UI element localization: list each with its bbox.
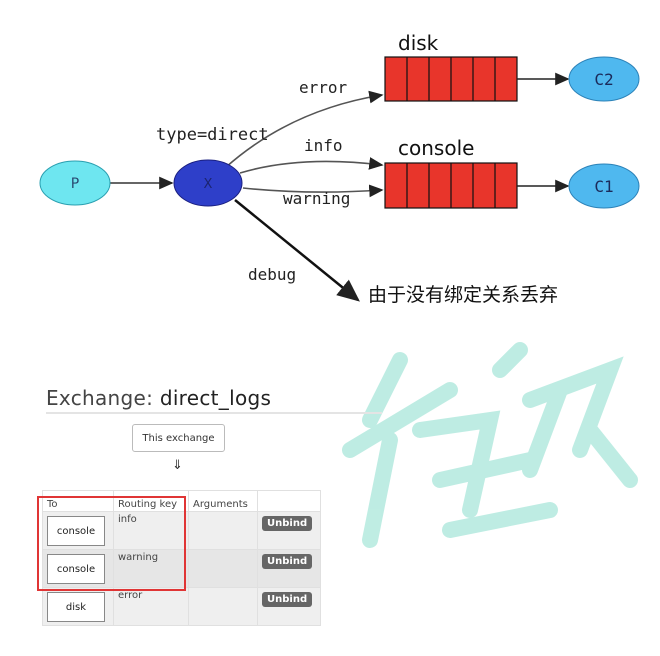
column-header-routing-key: Routing key <box>113 490 189 512</box>
column-header-arguments: Arguments <box>188 490 258 512</box>
queue-link[interactable]: console <box>47 516 105 546</box>
exchange-node <box>173 159 243 207</box>
debug-route <box>234 199 360 302</box>
consumer-c1-label: C1 <box>594 177 613 196</box>
producer-label: P <box>71 176 79 192</box>
queue-label-disk: disk <box>398 31 439 55</box>
routing-key-cell: warning <box>113 549 189 588</box>
error-route <box>224 90 384 169</box>
exchange-title: Exchange: direct_logs <box>46 386 271 410</box>
discard-note: 由于没有绑定关系丢弃 <box>368 284 558 306</box>
unbind-button[interactable]: Unbind <box>262 516 313 531</box>
producer-node <box>39 160 111 206</box>
queue-console <box>384 162 518 209</box>
exchange-label: X <box>204 177 213 192</box>
arguments-cell <box>188 511 258 550</box>
exchange-name: direct_logs <box>159 386 272 410</box>
table-row: disk error Unbind <box>42 587 321 626</box>
exchange-type-label: type=direct <box>156 125 269 145</box>
this-exchange-box: This exchange <box>132 424 225 452</box>
arguments-cell <box>188 587 258 626</box>
highlight-box <box>37 496 186 591</box>
title-divider <box>46 412 382 414</box>
routing-key-cell: error <box>113 587 189 626</box>
routing-diagram: P X type=direct error info warning debug… <box>39 31 640 306</box>
watermark <box>342 342 638 548</box>
bindings-table: To Routing key Arguments console info Un… <box>42 490 321 626</box>
queue-disk <box>384 56 518 102</box>
route-label-warning: warning <box>283 189 350 208</box>
down-arrow-icon: ⇓ <box>172 458 183 473</box>
unbind-button[interactable]: Unbind <box>262 554 313 569</box>
route-label-info: info <box>304 136 343 155</box>
column-header-actions <box>257 490 321 512</box>
consumer-c1-node <box>568 163 640 209</box>
route-label-debug: debug <box>248 265 296 284</box>
routing-key-cell: info <box>113 511 189 550</box>
route-label-error: error <box>299 78 348 97</box>
exchange-title-prefix: Exchange: <box>46 386 160 410</box>
warning-route <box>242 184 384 198</box>
unbind-button[interactable]: Unbind <box>262 592 313 607</box>
queue-link[interactable]: disk <box>47 592 105 622</box>
consumer-c2-label: C2 <box>594 70 613 89</box>
arguments-cell <box>188 549 258 588</box>
consumer-c2-node <box>568 56 640 102</box>
queue-label-console: console <box>398 136 474 160</box>
table-header-row: To Routing key Arguments <box>42 490 321 512</box>
info-route <box>239 157 384 174</box>
table-row: console info Unbind <box>42 511 321 550</box>
queue-link[interactable]: console <box>47 554 105 584</box>
table-row: console warning Unbind <box>42 549 321 588</box>
